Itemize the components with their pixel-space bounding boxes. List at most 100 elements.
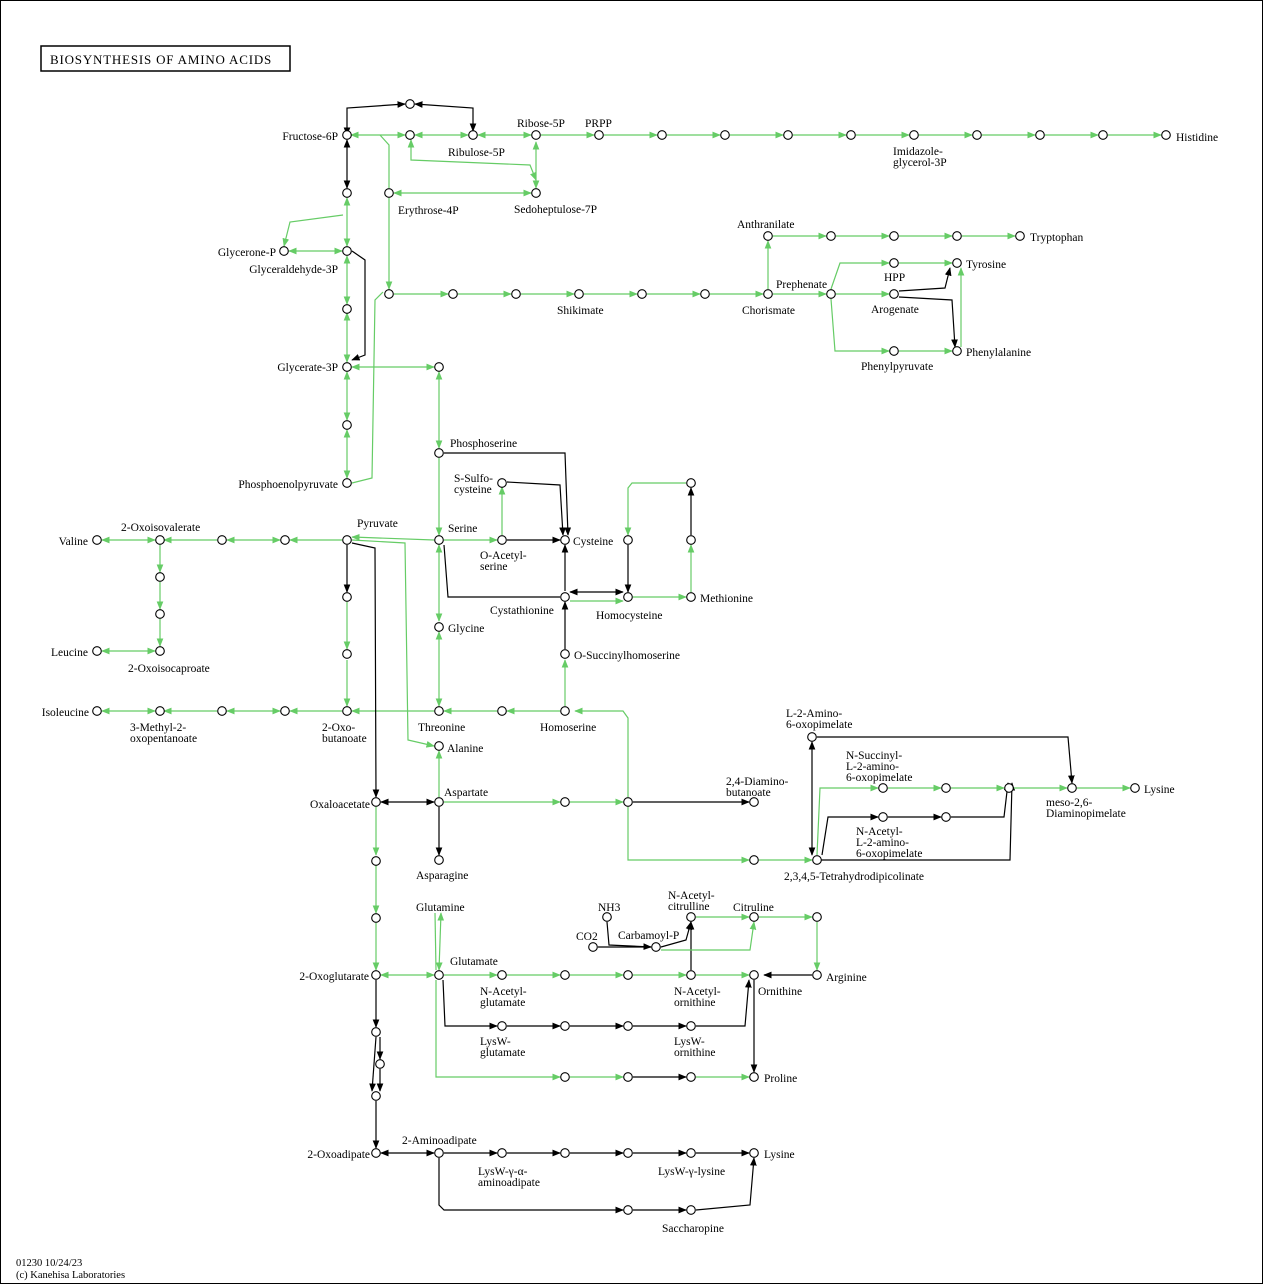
compound-node[interactable] <box>155 572 165 582</box>
compound-node[interactable] <box>749 1148 759 1158</box>
compound-node[interactable] <box>889 289 899 299</box>
compound-node[interactable] <box>342 592 352 602</box>
compound-node[interactable] <box>155 535 165 545</box>
compound-node[interactable] <box>342 478 352 488</box>
compound-node[interactable] <box>434 741 444 751</box>
compound-node[interactable] <box>405 130 415 140</box>
compound-node[interactable] <box>371 970 381 980</box>
compound-node[interactable] <box>846 130 856 140</box>
compound-node[interactable] <box>560 649 570 659</box>
compound-node[interactable] <box>497 706 507 716</box>
compound-node[interactable] <box>434 362 444 372</box>
compound-node[interactable] <box>531 188 541 198</box>
compound-node[interactable] <box>1067 783 1077 793</box>
compound-node[interactable] <box>623 1021 633 1031</box>
compound-node[interactable] <box>434 622 444 632</box>
compound-node[interactable] <box>763 231 773 241</box>
compound-node[interactable] <box>783 130 793 140</box>
compound-node[interactable] <box>497 1148 507 1158</box>
compound-node[interactable] <box>878 812 888 822</box>
compound-node[interactable] <box>807 732 817 742</box>
compound-node[interactable] <box>623 535 633 545</box>
compound-node[interactable] <box>749 855 759 865</box>
compound-node[interactable] <box>763 289 773 299</box>
compound-node[interactable] <box>1161 130 1171 140</box>
compound-node[interactable] <box>941 783 951 793</box>
compound-node[interactable] <box>651 942 661 952</box>
compound-node[interactable] <box>342 535 352 545</box>
compound-node[interactable] <box>952 258 962 268</box>
compound-node[interactable] <box>448 289 458 299</box>
compound-node[interactable] <box>686 970 696 980</box>
compound-node[interactable] <box>686 478 696 488</box>
compound-node[interactable] <box>497 970 507 980</box>
compound-node[interactable] <box>812 970 822 980</box>
compound-node[interactable] <box>342 246 352 256</box>
compound-node[interactable] <box>623 592 633 602</box>
compound-node[interactable] <box>826 231 836 241</box>
compound-node[interactable] <box>342 362 352 372</box>
compound-node[interactable] <box>155 609 165 619</box>
compound-node[interactable] <box>602 912 612 922</box>
compound-node[interactable] <box>686 535 696 545</box>
compound-node[interactable] <box>342 130 352 140</box>
compound-node[interactable] <box>434 535 444 545</box>
compound-node[interactable] <box>826 289 836 299</box>
compound-node[interactable] <box>952 231 962 241</box>
compound-node[interactable] <box>497 478 507 488</box>
compound-node[interactable] <box>686 1072 696 1082</box>
compound-node[interactable] <box>217 706 227 716</box>
compound-node[interactable] <box>909 130 919 140</box>
compound-node[interactable] <box>972 130 982 140</box>
compound-node[interactable] <box>375 1059 385 1069</box>
compound-node[interactable] <box>560 1148 570 1158</box>
compound-node[interactable] <box>749 797 759 807</box>
compound-node[interactable] <box>686 1205 696 1215</box>
compound-node[interactable] <box>623 797 633 807</box>
compound-node[interactable] <box>384 188 394 198</box>
compound-node[interactable] <box>371 1027 381 1037</box>
compound-node[interactable] <box>574 289 584 299</box>
compound-node[interactable] <box>279 246 289 256</box>
compound-node[interactable] <box>1015 231 1025 241</box>
compound-node[interactable] <box>434 970 444 980</box>
compound-node[interactable] <box>92 706 102 716</box>
compound-node[interactable] <box>623 1072 633 1082</box>
compound-node[interactable] <box>342 649 352 659</box>
compound-node[interactable] <box>1130 783 1140 793</box>
compound-node[interactable] <box>371 913 381 923</box>
compound-node[interactable] <box>560 1021 570 1031</box>
compound-node[interactable] <box>371 1148 381 1158</box>
compound-node[interactable] <box>342 304 352 314</box>
compound-node[interactable] <box>560 970 570 980</box>
compound-node[interactable] <box>497 1021 507 1031</box>
compound-node[interactable] <box>686 592 696 602</box>
compound-node[interactable] <box>952 346 962 356</box>
compound-node[interactable] <box>889 258 899 268</box>
compound-node[interactable] <box>434 1148 444 1158</box>
compound-node[interactable] <box>155 646 165 656</box>
compound-node[interactable] <box>342 188 352 198</box>
compound-node[interactable] <box>560 797 570 807</box>
compound-node[interactable] <box>560 706 570 716</box>
compound-node[interactable] <box>434 448 444 458</box>
compound-node[interactable] <box>434 797 444 807</box>
compound-node[interactable] <box>342 420 352 430</box>
compound-node[interactable] <box>371 856 381 866</box>
compound-node[interactable] <box>749 1072 759 1082</box>
compound-node[interactable] <box>686 1148 696 1158</box>
compound-node[interactable] <box>623 1148 633 1158</box>
compound-node[interactable] <box>384 289 394 299</box>
compound-node[interactable] <box>280 706 290 716</box>
compound-node[interactable] <box>560 592 570 602</box>
compound-node[interactable] <box>637 289 647 299</box>
compound-node[interactable] <box>560 535 570 545</box>
compound-node[interactable] <box>686 912 696 922</box>
compound-node[interactable] <box>889 231 899 241</box>
compound-node[interactable] <box>560 1072 570 1082</box>
compound-node[interactable] <box>434 706 444 716</box>
compound-node[interactable] <box>531 130 541 140</box>
compound-node[interactable] <box>812 855 822 865</box>
compound-node[interactable] <box>941 812 951 822</box>
compound-node[interactable] <box>623 970 633 980</box>
